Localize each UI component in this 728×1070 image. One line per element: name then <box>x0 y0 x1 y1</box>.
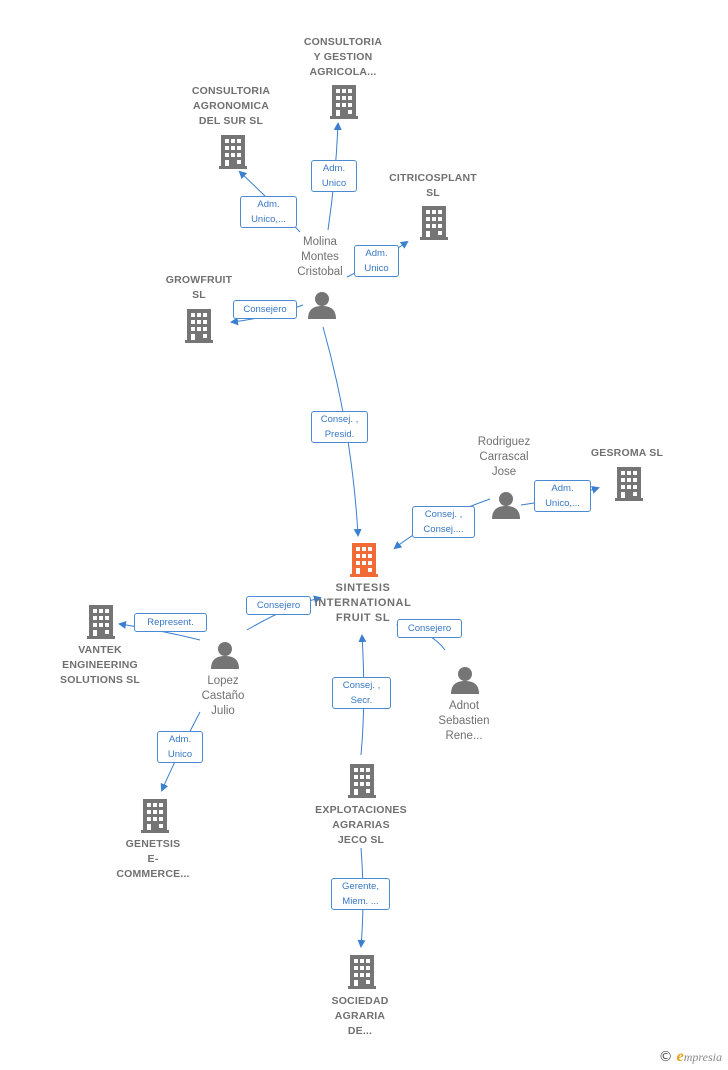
person-icon[interactable] <box>211 642 239 669</box>
person-icon[interactable] <box>308 292 336 319</box>
building-icon[interactable] <box>615 467 643 501</box>
building-icon[interactable] <box>185 309 213 343</box>
person-icon[interactable] <box>451 667 479 694</box>
role-label-explotaciones-to-sociedad[interactable]: Gerente,Miem. ... <box>331 878 390 910</box>
role-label-rodriguez-to-sintesis[interactable]: Consej. ,Consej.... <box>412 506 475 538</box>
building-icon[interactable] <box>348 955 376 989</box>
role-label-molina-to-sintesis[interactable]: Consej. ,Presid. <box>311 411 368 443</box>
role-label-explotaciones-to-sintesis[interactable]: Consej. ,Secr. <box>332 677 391 709</box>
brand-initial: e <box>676 1048 684 1065</box>
building-icon[interactable] <box>348 764 376 798</box>
role-label-molina-to-citricosplant[interactable]: Adm.Unico <box>354 245 399 277</box>
role-label-lopez-to-sintesis[interactable]: Consejero <box>246 596 311 615</box>
person-icon[interactable] <box>492 492 520 519</box>
copyright-icon: © <box>658 1049 673 1065</box>
building-icon[interactable] <box>330 85 358 119</box>
building-icon[interactable] <box>87 605 115 639</box>
node-label-gesroma[interactable]: GESROMA SL <box>590 447 664 459</box>
role-label-lopez-to-genetsis[interactable]: Adm.Unico <box>157 731 203 763</box>
role-label-molina-to-growfruit[interactable]: Consejero <box>233 300 297 319</box>
role-label-rodriguez-to-gesroma[interactable]: Adm.Unico,... <box>534 480 591 512</box>
building-icon[interactable] <box>219 135 247 169</box>
building-icon[interactable] <box>350 543 378 577</box>
brand-name: mpresia <box>683 1050 722 1064</box>
role-label-adnot-to-sintesis[interactable]: Consejero <box>397 619 462 638</box>
role-label-molina-to-consultoria_agro[interactable]: Adm.Unico,... <box>240 196 297 228</box>
brand-logo: ©empresia <box>659 1048 722 1066</box>
building-icon[interactable] <box>141 799 169 833</box>
role-label-molina-to-consultoria_gestion[interactable]: Adm.Unico <box>311 160 357 192</box>
role-label-lopez-to-vantek[interactable]: Represent. <box>134 613 207 632</box>
building-icon[interactable] <box>420 206 448 240</box>
